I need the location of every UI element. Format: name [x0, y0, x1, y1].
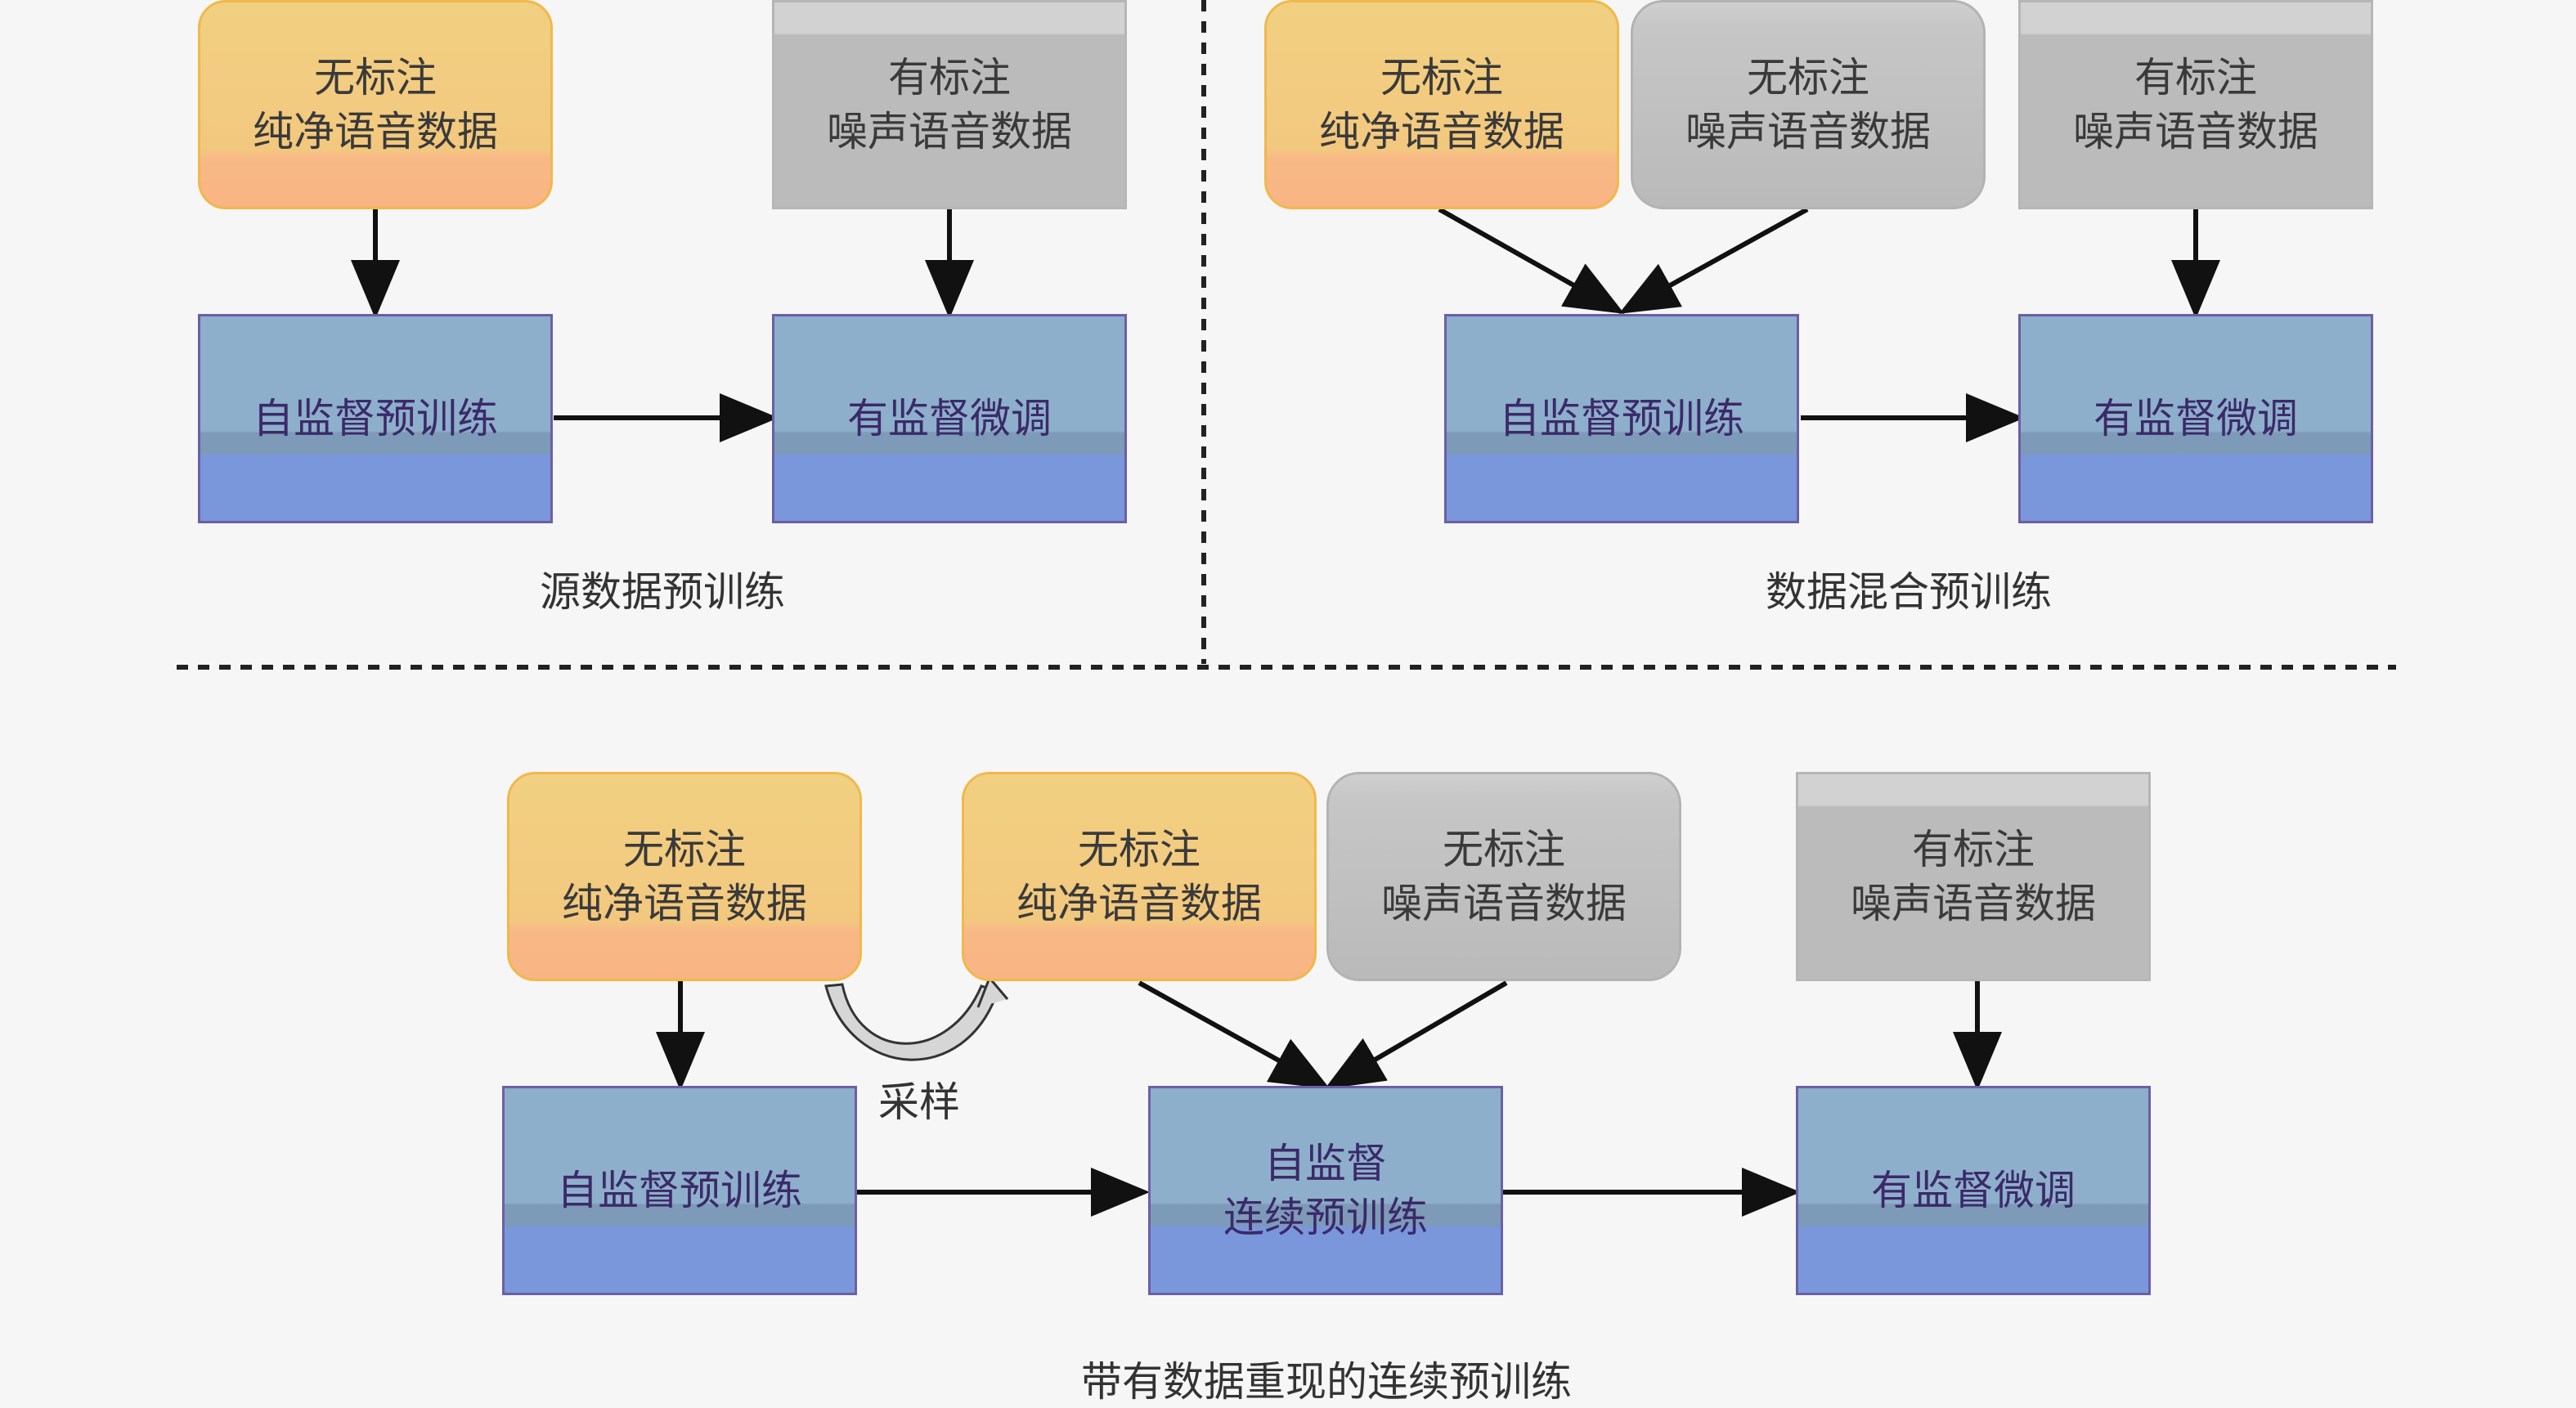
box-line-2: 连续预训练 — [1223, 1194, 1428, 1241]
box-line-2: 纯净语音数据 — [253, 108, 498, 155]
mixed-labeled-noisy-box: 有标注 噪声语音数据 — [2018, 0, 2373, 209]
box-line-2: 噪声语音数据 — [1851, 880, 2096, 927]
arrow-replay-sampled-to-continual — [1138, 980, 1331, 1089]
box-line-2: 噪声语音数据 — [827, 108, 1072, 155]
replay-continual-pretrain-box: 自监督 连续预训练 — [1148, 1086, 1503, 1295]
mixed-ssl-pretrain-box: 自监督预训练 — [1444, 314, 1799, 523]
box-line-1: 有监督微调 — [1871, 1167, 2076, 1214]
replay-sup-finetune-box: 有监督微调 — [1796, 1086, 2151, 1295]
source-unlabeled-clean-box: 无标注 纯净语音数据 — [198, 0, 553, 209]
mixed-caption: 数据混合预训练 — [1766, 568, 2052, 616]
box-line-2: 纯净语音数据 — [1016, 880, 1262, 927]
box-line-1: 无标注 — [1747, 54, 1869, 101]
mixed-sup-finetune-box: 有监督微调 — [2018, 314, 2373, 523]
replay-caption: 带有数据重现的连续预训练 — [1081, 1358, 1572, 1406]
box-line-1: 有标注 — [2134, 54, 2257, 101]
replay-unlabeled-noisy-box: 无标注 噪声语音数据 — [1326, 772, 1681, 981]
replay-ssl-pretrain-box: 自监督预训练 — [502, 1086, 857, 1295]
box-line-1: 自监督预训练 — [1499, 395, 1744, 442]
source-labeled-noisy-box: 有标注 噪声语音数据 — [772, 0, 1127, 209]
replay-unlabeled-clean-box: 无标注 纯净语音数据 — [507, 772, 862, 981]
box-line-1: 有监督微调 — [847, 395, 1052, 442]
box-line-1: 自监督预训练 — [557, 1167, 802, 1214]
sampling-curved-arrow — [824, 983, 999, 1061]
box-line-2: 噪声语音数据 — [1381, 880, 1627, 927]
mixed-unlabeled-clean-box: 无标注 纯净语音数据 — [1264, 0, 1619, 209]
box-line-1: 无标注 — [623, 826, 746, 873]
box-line-1: 有标注 — [888, 54, 1011, 101]
source-ssl-pretrain-box: 自监督预训练 — [198, 314, 553, 523]
box-line-1: 自监督 — [1264, 1140, 1387, 1187]
box-line-1: 无标注 — [314, 54, 437, 101]
source-sup-finetune-box: 有监督微调 — [772, 314, 1127, 523]
box-line-2: 噪声语音数据 — [1685, 108, 1931, 155]
box-line-1: 有标注 — [1912, 826, 2035, 873]
arrow-replay-noisy-to-continual — [1324, 980, 1508, 1090]
box-line-2: 纯净语音数据 — [562, 880, 807, 927]
box-line-1: 无标注 — [1380, 54, 1503, 101]
replay-labeled-noisy-box: 有标注 噪声语音数据 — [1796, 772, 2151, 981]
arrow-mixed-unlabeled-noisy-to-ssl — [1618, 207, 1809, 314]
box-line-1: 无标注 — [1443, 826, 1565, 873]
box-line-1: 有监督微调 — [2094, 395, 2298, 442]
source-caption: 源数据预训练 — [540, 568, 785, 616]
arrow-mixed-clean-to-ssl — [1438, 207, 1625, 314]
sampling-label: 采样 — [878, 1078, 960, 1126]
mixed-unlabeled-noisy-box: 无标注 噪声语音数据 — [1631, 0, 1986, 209]
box-line-1: 自监督预训练 — [253, 395, 498, 442]
box-line-2: 噪声语音数据 — [2073, 108, 2318, 155]
replay-sampled-clean-box: 无标注 纯净语音数据 — [962, 772, 1317, 981]
box-line-2: 纯净语音数据 — [1319, 108, 1564, 155]
box-line-1: 无标注 — [1078, 826, 1200, 873]
